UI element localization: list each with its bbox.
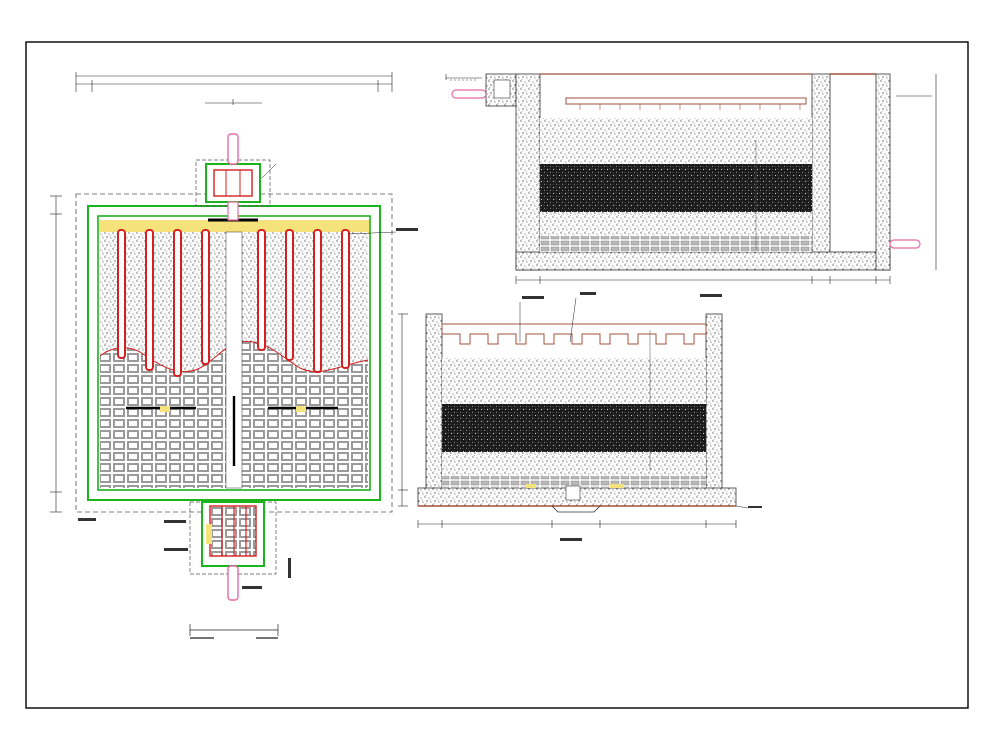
section-dark-gravel-layer: [540, 164, 812, 212]
plan-view: [50, 72, 418, 639]
plan-inlet-pipe: [227, 133, 239, 165]
plan-lateral-pipes: [117, 229, 350, 377]
cross-dark-gravel-layer: [442, 404, 706, 452]
longitudinal-section: [445, 73, 937, 297]
section-inlet-pipe: [451, 89, 487, 99]
cross-right-wall: [705, 313, 723, 491]
section-outlet-wall: [875, 73, 891, 271]
plan-top-dimension: [75, 72, 393, 105]
cross-gravel-layer: [442, 452, 706, 476]
cross-underdrain: [442, 476, 706, 488]
sheet-border: [25, 41, 969, 709]
section-gravel-layer: [540, 212, 812, 236]
section-tank-slab: [515, 251, 891, 271]
cross-section: [398, 292, 762, 541]
section-outlet-pipe: [889, 239, 921, 249]
cross-left-wall: [425, 313, 443, 491]
cross-wash-troughs: [441, 323, 707, 345]
section-tank-right-wall: [811, 73, 831, 271]
plan-central-channel: [225, 231, 243, 489]
section-underdrain: [540, 236, 812, 252]
section-sand-layer: [540, 118, 812, 164]
plan-outlet-pipe: [227, 565, 239, 601]
section-tank-left-wall: [515, 73, 541, 271]
scale-bar-icon: [189, 624, 279, 639]
cross-sand-layer: [442, 358, 706, 404]
plan-left-dimension: [50, 195, 62, 513]
section-bottom-dimension: [515, 74, 937, 284]
cross-bottom-dimension: [417, 520, 737, 528]
plan-sand-strip: [99, 220, 369, 234]
plan-layer-boundary: [99, 340, 369, 373]
